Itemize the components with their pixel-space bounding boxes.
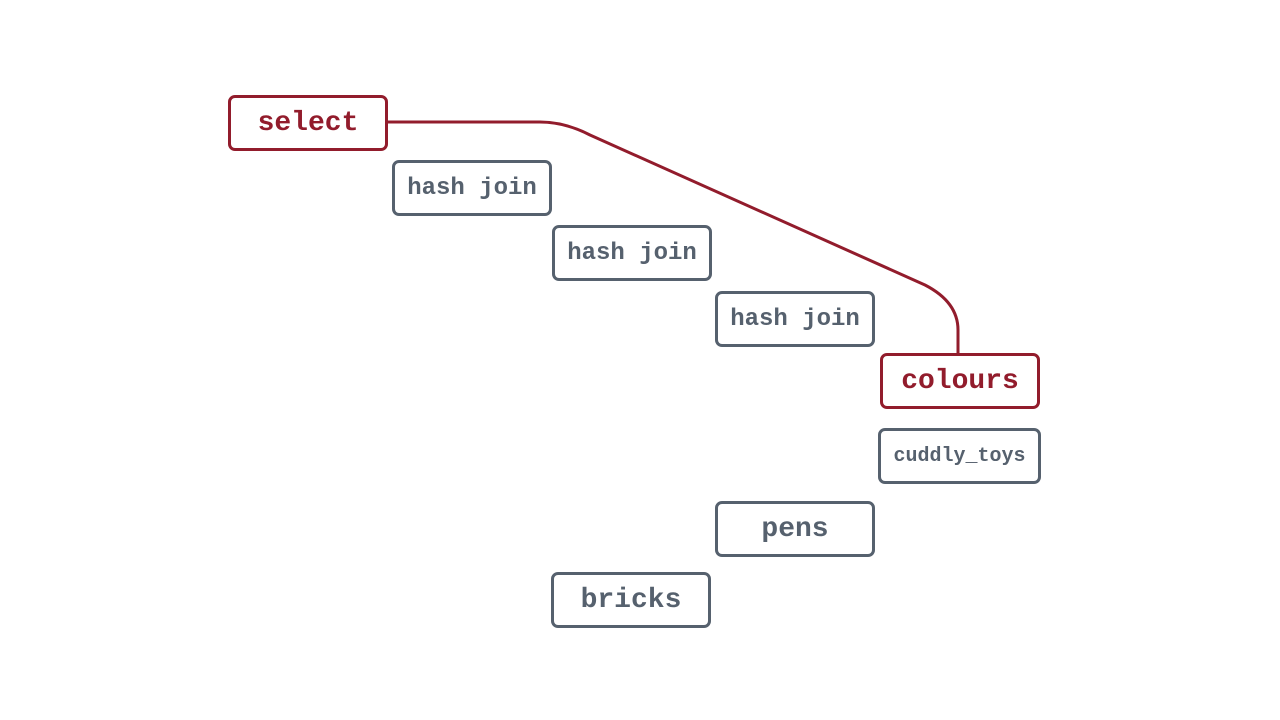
plan-node-hash-join-3: hash join: [715, 291, 875, 347]
plan-node-pens: pens: [715, 501, 875, 557]
plan-node-select: select: [228, 95, 388, 151]
plan-node-bricks: bricks: [551, 572, 711, 628]
plan-node-hash-join-2: hash join: [552, 225, 712, 281]
plan-node-colours: colours: [880, 353, 1040, 409]
plan-node-cuddly-toys: cuddly_toys: [878, 428, 1041, 484]
plan-node-hash-join-1: hash join: [392, 160, 552, 216]
